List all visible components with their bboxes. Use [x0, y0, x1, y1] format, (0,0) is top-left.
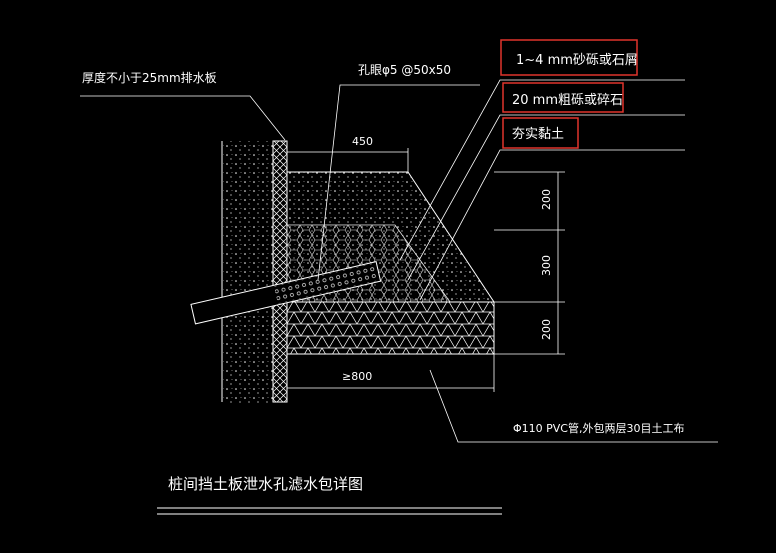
highlight-box-clay: [502, 117, 579, 149]
label-sand-layer: 1~4 mm砂砾或石屑: [516, 53, 638, 68]
soil-wall: [221, 141, 273, 403]
dim-top-width: 450: [352, 135, 373, 148]
pvc-pipe: [190, 261, 382, 325]
label-pipe: Φ110 PVC管,外包两层30目土工布: [513, 421, 684, 435]
label-gravel-layer: 20 mm粗砾或碎石: [512, 93, 623, 108]
dim-lower: 200: [540, 319, 553, 340]
label-drain-board: 厚度不小于25mm排水板: [82, 70, 217, 85]
bottom-triangle-layer: [286, 301, 495, 355]
label-clay-layer: 夯实黏土: [512, 126, 564, 142]
leader-lines: [80, 79, 718, 443]
highlight-box-gravel: [502, 82, 624, 113]
label-holes: 孔眼φ5 @50x50: [358, 63, 451, 77]
dim-middle: 300: [540, 255, 553, 276]
dim-upper: 200: [540, 189, 553, 210]
drain-board: [272, 140, 288, 403]
highlight-box-sand: [500, 39, 638, 76]
drawing-title: 桩间挡土板泄水孔滤水包详图: [168, 475, 363, 493]
dim-bottom-width: ≥800: [342, 370, 372, 383]
